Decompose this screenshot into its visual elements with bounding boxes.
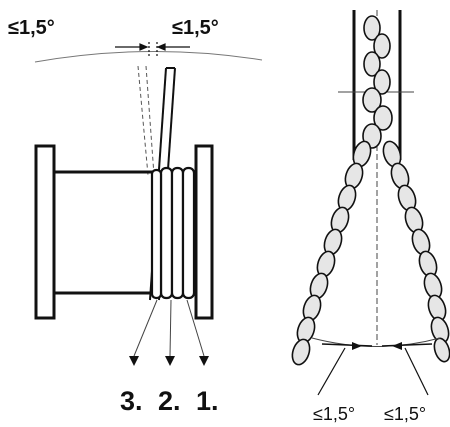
spool-layer-labels: 3. 2. 1. <box>120 386 219 416</box>
spool-angle-label-right: ≤1,5° <box>172 17 219 39</box>
sheave-diagram: ≤1,5° ≤1,5° <box>291 10 450 424</box>
sheave-angle-label-left: ≤1,5° <box>313 404 355 424</box>
spool-angle-arrows <box>115 42 190 58</box>
layer-label-3: 3. <box>120 386 143 416</box>
sheave-angle-indicator <box>311 337 441 350</box>
spool-angle-label-left: ≤1,5° <box>8 17 55 39</box>
sheave-vertical-rope <box>362 15 393 149</box>
spool-rope-wraps <box>150 166 196 300</box>
spool-right-flange <box>194 144 214 320</box>
spool-diagram: ≤1,5° ≤1,5° <box>8 17 263 416</box>
layer-label-1: 1. <box>196 386 219 416</box>
sheave-angle-label-right: ≤1,5° <box>384 404 426 424</box>
spool-layer-leaders <box>133 299 205 357</box>
sheave-right-rope-strand <box>382 140 450 363</box>
spool-left-flange <box>34 144 56 320</box>
sheave-left-rope-strand <box>291 140 372 366</box>
sheave-angle-leaders <box>317 347 429 396</box>
spool-layer-arrowheads <box>129 356 209 366</box>
spool-reference-arc <box>34 51 263 63</box>
layer-label-2: 2. <box>158 386 181 416</box>
sheave-frame <box>352 10 402 160</box>
spool-guide-lines <box>137 65 155 176</box>
